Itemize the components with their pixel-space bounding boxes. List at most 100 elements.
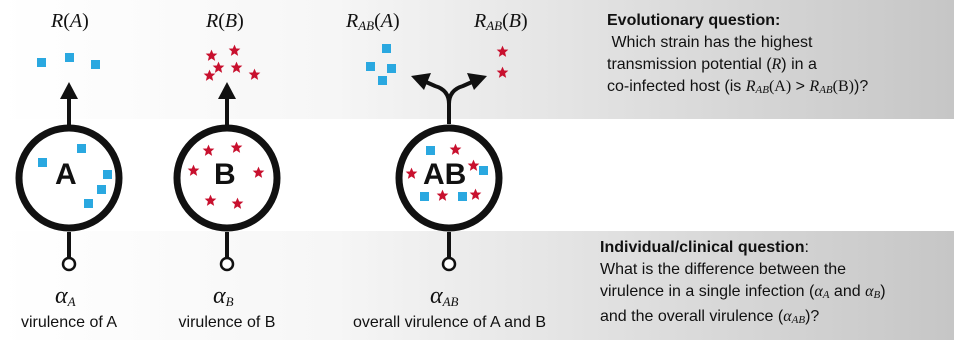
r-paren-close: ) (521, 10, 528, 32)
r-symbol: R (346, 10, 359, 32)
text-run: ) (880, 283, 886, 300)
r-arg: A (380, 10, 393, 32)
clinical-question: Individual/clinical question: What is th… (600, 237, 954, 331)
pathogen-b-star (496, 66, 509, 78)
alpha-b: αB (865, 283, 881, 301)
r-paren-open: ( (502, 10, 509, 32)
top-band (0, 0, 954, 119)
text-run: : (804, 239, 809, 256)
pathogen-a-square (65, 53, 74, 62)
r-paren-close: ) (82, 10, 89, 32)
virulence-a-node (61, 256, 77, 272)
virulence-b-node (219, 256, 235, 272)
pathogen-b-star (203, 69, 216, 81)
clinical-question-line2: virulence in a single infection (αA and … (600, 281, 954, 306)
alpha-symbol: α (865, 283, 874, 300)
alpha-symbol: α (430, 283, 443, 309)
r-b-label: R(B) (206, 10, 244, 33)
alpha-a: αA (814, 283, 830, 301)
pathogen-b-star (496, 45, 509, 57)
pathogen-b-star (228, 44, 241, 56)
transmission-a-arrowhead (60, 82, 78, 99)
virulence-ab-caption: overall virulence of A and B (352, 314, 546, 331)
host-a-label: A (55, 158, 77, 191)
r-a-label: R(A) (51, 10, 89, 33)
host-ab-diagram (366, 44, 509, 272)
r-subscript: AB (486, 18, 503, 33)
r-arg: (B) (832, 78, 854, 95)
host-b-circle (173, 124, 281, 232)
r-ab-a-label: RAB(A) (346, 10, 400, 34)
evolutionary-question-line3: co-infected host (is RAB(A) > RAB(B))? (607, 76, 952, 101)
pathogen-a-square (458, 192, 467, 201)
pathogen-a-square (103, 170, 112, 179)
r-paren-open: ( (374, 10, 381, 32)
pathogen-a-square (366, 62, 375, 71)
r-arg: B (508, 10, 521, 32)
alpha-symbol: α (55, 283, 68, 309)
cmp-right: RAB (809, 78, 833, 96)
host-b-label: B (214, 158, 236, 191)
clinical-question-title: Individual/clinical question (600, 239, 805, 256)
pathogen-a-square (479, 166, 488, 175)
text-run: transmission potential ( (607, 56, 772, 73)
pathogen-b-star (205, 49, 218, 61)
pathogen-a-square (38, 158, 47, 167)
pathogen-b-star (230, 61, 243, 73)
transmission-ab-arrowhead-right (467, 73, 487, 90)
alpha-ab-label: αAB (430, 283, 459, 310)
clinical-question-line3: and the overall virulence (αAB)? (600, 306, 954, 331)
evolutionary-question-title: Evolutionary question: (607, 12, 781, 29)
alpha-symbol: α (213, 283, 226, 309)
r-arg: B (224, 10, 238, 32)
pathogen-a-square (387, 64, 396, 73)
cmp-left: RAB (745, 78, 769, 96)
text-run: Which strain has the highest (607, 34, 813, 51)
pathogen-a-square (420, 192, 429, 201)
r-symbol: R (474, 10, 487, 32)
alpha-subscript: B (873, 289, 881, 301)
pathogen-a-square (37, 58, 46, 67)
bottom-band (0, 231, 954, 340)
pathogen-a-square (426, 146, 435, 155)
text-run: and (829, 283, 866, 300)
clinical-question-title-line: Individual/clinical question: (600, 237, 954, 259)
pathogen-b-star (248, 68, 261, 80)
text-run: )? (805, 308, 820, 325)
r-paren-open: ( (218, 10, 225, 32)
r-symbol: R (745, 78, 756, 95)
alpha-subscript: B (225, 294, 234, 309)
host-a-diagram (15, 53, 123, 272)
r-symbol: R (51, 10, 64, 32)
text-run: and the overall virulence ( (600, 308, 784, 325)
alpha-subscript: A (67, 294, 76, 309)
host-ab-circle (395, 124, 503, 232)
evolutionary-question-line1: Which strain has the highest (607, 32, 952, 54)
transmission-ab-arrow-right (447, 80, 473, 105)
alpha-b-label: αB (213, 283, 234, 310)
alpha-subscript: AB (442, 294, 459, 309)
pathogen-a-square (91, 60, 100, 69)
alpha-subscript: A (822, 289, 830, 301)
r-subscript: AB (819, 84, 833, 96)
pathogen-a-square (97, 185, 106, 194)
text-run: ) in a (781, 56, 817, 73)
text-run: co-infected host (is (607, 78, 746, 95)
r-paren-open: ( (63, 10, 70, 32)
alpha-symbol: α (814, 283, 823, 300)
pathogen-b-star (212, 61, 225, 73)
virulence-a-caption: virulence of A (20, 314, 118, 331)
host-ab-label: AB (423, 158, 467, 191)
alpha-a-label: αA (55, 283, 76, 310)
pathogen-a-square (378, 76, 387, 85)
r-paren-close: ) (393, 10, 400, 32)
alpha-ab: αAB (783, 308, 805, 326)
r-arg: (A) (768, 78, 792, 95)
r-paren-close: ) (237, 10, 244, 32)
host-a-circle (15, 124, 123, 232)
transmission-ab-arrowhead-left (411, 73, 431, 90)
text-run: virulence in a single infection ( (600, 283, 815, 300)
clinical-question-line1: What is the difference between the (600, 261, 847, 278)
pathogen-a-square (84, 199, 93, 208)
